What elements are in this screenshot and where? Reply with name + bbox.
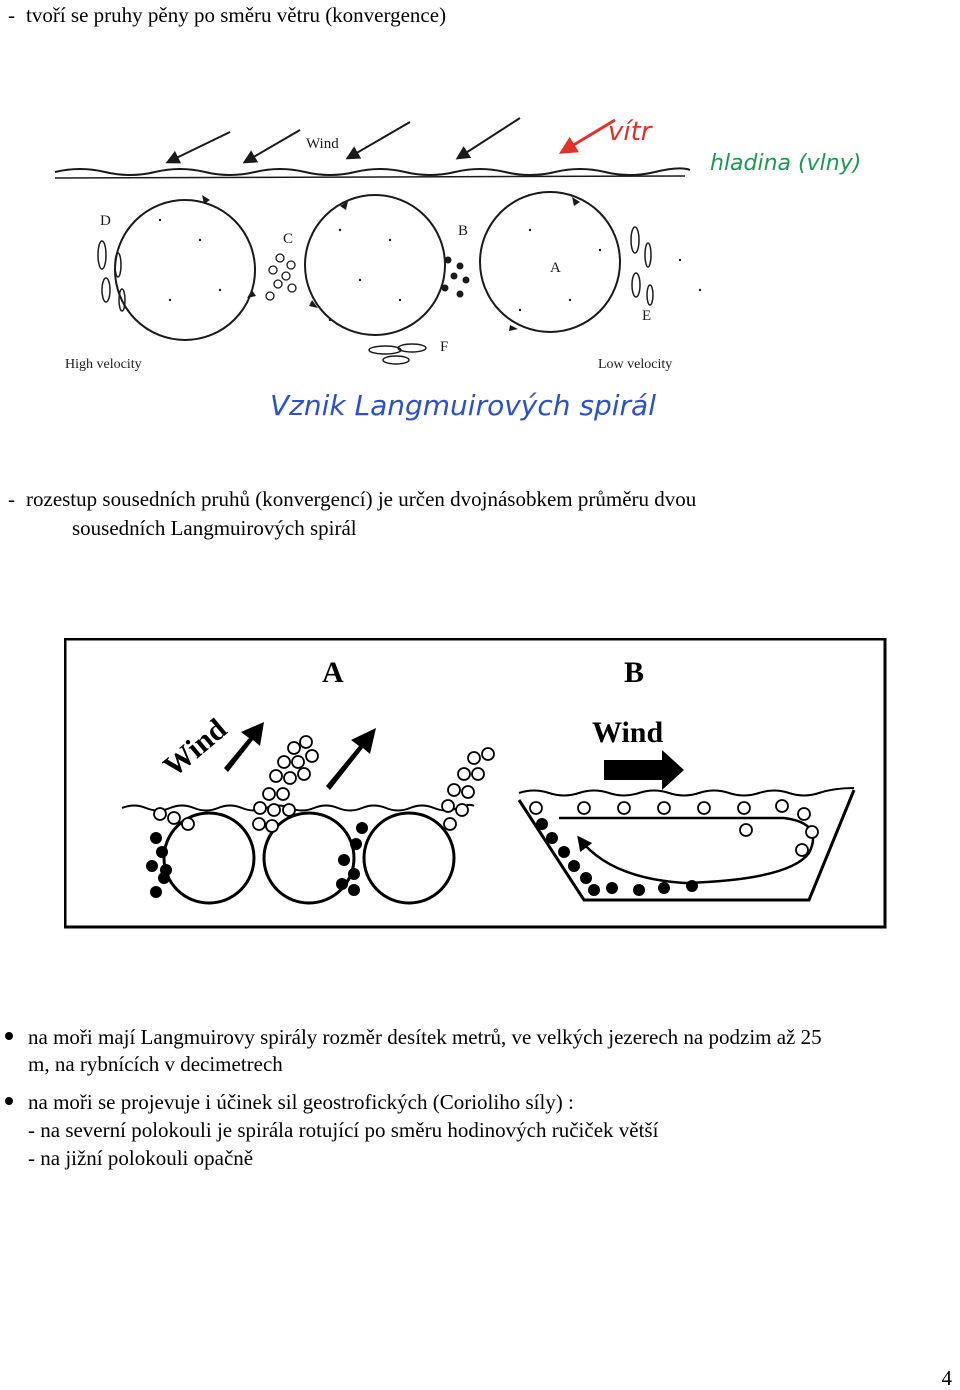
bullet-1-line-1: na moři mají Langmuirovy spirály rozměr … xyxy=(28,1025,822,1049)
bullet-2-line-2: - na severní polokouli je spirála rotují… xyxy=(28,1118,659,1142)
wind-arrow xyxy=(242,129,301,164)
wind-arrow xyxy=(455,117,521,160)
wind-label: Wind xyxy=(306,136,339,152)
cell-A1 xyxy=(162,811,256,905)
bullet-marker xyxy=(5,1097,13,1105)
wind-arrows xyxy=(165,117,521,164)
hand-vitr: vítr xyxy=(608,117,654,147)
list-dash: - xyxy=(8,3,15,27)
basin-B xyxy=(518,787,855,797)
wind-arrow-B xyxy=(604,750,684,790)
wind-arrow xyxy=(165,131,231,164)
panel-label-B: B xyxy=(624,656,644,689)
cell-A2 xyxy=(262,811,356,905)
water-surface xyxy=(54,167,691,176)
wind-arrows-A xyxy=(224,722,376,790)
surface-A xyxy=(121,803,475,812)
cells-A xyxy=(162,811,456,905)
circulation-cell xyxy=(114,199,256,341)
list-dash: - xyxy=(8,487,15,511)
bullet-1-line-2: m, na rybnících v decimetrech xyxy=(28,1052,283,1076)
wind-arrow xyxy=(345,121,411,160)
bullet-2-line-3: - na jižní polokouli opačně xyxy=(28,1146,254,1170)
label-B: B xyxy=(458,223,468,239)
high-velocity-label: High velocity xyxy=(65,357,142,372)
page-number: 4 xyxy=(941,1366,953,1390)
hand-caption: Vznik Langmuirových spirál xyxy=(270,389,656,422)
figure-langmuir-ab: A B Wind Wind xyxy=(64,638,887,929)
label-F: F xyxy=(440,339,448,355)
wind-label-B: Wind xyxy=(592,716,663,749)
cell-A3 xyxy=(362,811,456,905)
red-wind-arrow xyxy=(558,118,616,154)
low-velocity-label: Low velocity xyxy=(598,357,672,372)
label-A: A xyxy=(550,260,561,276)
label-D: D xyxy=(100,213,111,229)
circulation-cells xyxy=(114,191,621,341)
label-C: C xyxy=(283,231,293,247)
intro-text: tvoří se pruhy pěny po směru větru (konv… xyxy=(26,3,447,27)
bullet-marker xyxy=(5,1032,13,1040)
bullet-2-line-1: na moři se projevuje i účinek sil geostr… xyxy=(28,1090,574,1114)
circulation-cell xyxy=(304,194,446,336)
label-E: E xyxy=(642,308,651,324)
spacing-line-2: sousedních Langmuirových spirál xyxy=(72,516,357,540)
circulation-cell xyxy=(479,191,621,333)
figure-langmuir-sketch: Wind vítr hladina (vlny) D C B A E F xyxy=(54,117,861,422)
hand-hladina: hladina (vlny) xyxy=(710,151,861,176)
panel-label-A: A xyxy=(322,656,344,689)
figure-frame xyxy=(64,638,887,929)
spacing-line-1: rozestup sousedních pruhů (konvergencí) … xyxy=(26,487,697,511)
